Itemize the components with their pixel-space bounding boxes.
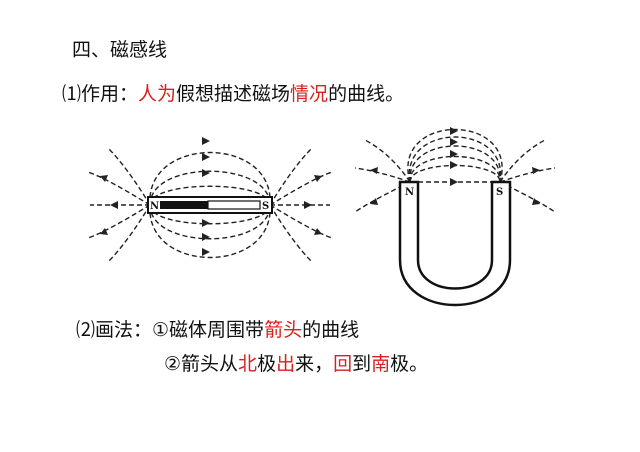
method-1-text-2: 的曲线 — [302, 319, 360, 341]
method-2-highlight-1: 北 — [238, 353, 258, 375]
purpose-highlight-2: 情况 — [290, 83, 329, 105]
method-2-text-1: ②箭头从 — [164, 353, 239, 375]
method-2-highlight-4: 南 — [371, 353, 391, 375]
horseshoe-arrows — [370, 127, 540, 205]
bar-magnet-arrows — [100, 137, 322, 256]
purpose-text-1: 假想描述磁场 — [176, 83, 291, 105]
method-label: ⑵画法： — [76, 319, 153, 341]
method-2-text-4: 到 — [352, 353, 372, 375]
bar-magnet: N S — [147, 196, 273, 214]
method-1-text-1: ①磁体周围带 — [152, 319, 265, 341]
horseshoe-magnet-figure: N S — [354, 127, 556, 307]
horseshoe-north-label: N — [405, 187, 414, 198]
horseshoe-south-label: S — [496, 187, 503, 198]
method-1-highlight: 箭头 — [264, 319, 303, 341]
bar-magnet-figure: N S — [87, 137, 333, 263]
method-line-2: ②箭头从北极出来，回到南极。 — [164, 352, 428, 376]
purpose-text-2: 的曲线。 — [328, 83, 405, 105]
method-2-text-2: 极 — [257, 353, 277, 375]
purpose-label: ⑴作用： — [62, 83, 139, 105]
bar-south-label: S — [262, 201, 269, 212]
method-2-text-5: 极。 — [390, 353, 429, 375]
horseshoe-magnet: N S — [398, 180, 512, 307]
purpose-highlight-1: 人为 — [138, 83, 177, 105]
method-2-highlight-2: 出 — [276, 353, 296, 375]
bar-north-label: N — [150, 201, 159, 212]
method-line-1: ⑵画法：①磁体周围带箭头的曲线 — [76, 318, 359, 342]
purpose-line: ⑴作用：人为假想描述磁场情况的曲线。 — [62, 82, 404, 106]
method-2-highlight-3: 回 — [333, 353, 353, 375]
section-title: 四、磁感线 — [72, 39, 168, 61]
method-2-text-3: 来， — [295, 353, 334, 375]
